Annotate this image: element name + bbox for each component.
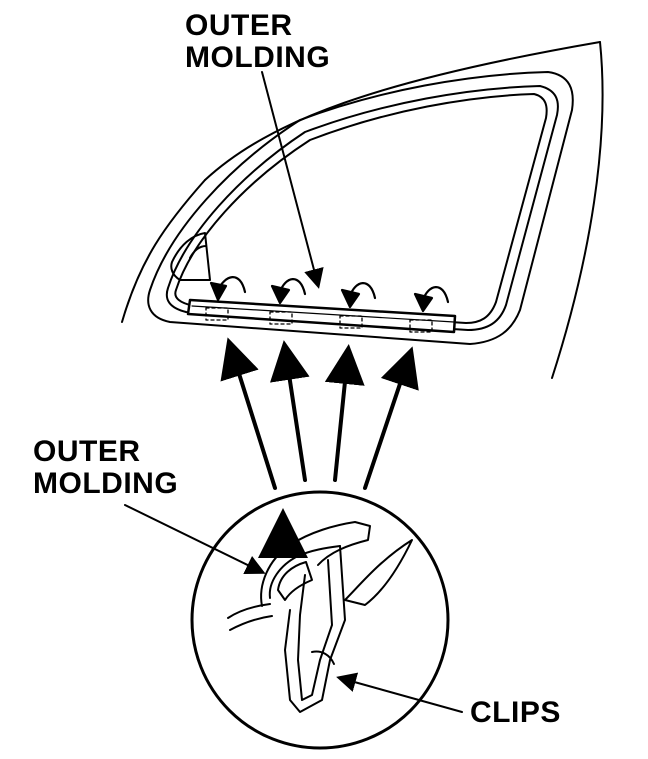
outer-molding-label-top-line1: OUTER xyxy=(185,9,293,42)
outer-molding-label-top: OUTER MOLDING xyxy=(185,10,330,74)
outer-molding-strip xyxy=(186,298,457,334)
outer-molding-label-detail-line2: MOLDING xyxy=(33,467,179,500)
outer-molding-label-detail: OUTER MOLDING xyxy=(33,436,178,500)
outer-molding-label-detail-line1: OUTER xyxy=(33,435,141,468)
curved-arrows xyxy=(209,276,450,313)
outer-molding-label-top-line2: MOLDING xyxy=(185,41,331,74)
window-frame xyxy=(147,71,574,345)
clip-location-arrows xyxy=(220,337,419,490)
detail-molding-leader xyxy=(124,504,266,574)
clips-label: CLIPS xyxy=(470,696,561,729)
top-label-leader xyxy=(261,71,324,289)
clips-leader xyxy=(336,672,463,713)
door-panel xyxy=(121,41,604,379)
